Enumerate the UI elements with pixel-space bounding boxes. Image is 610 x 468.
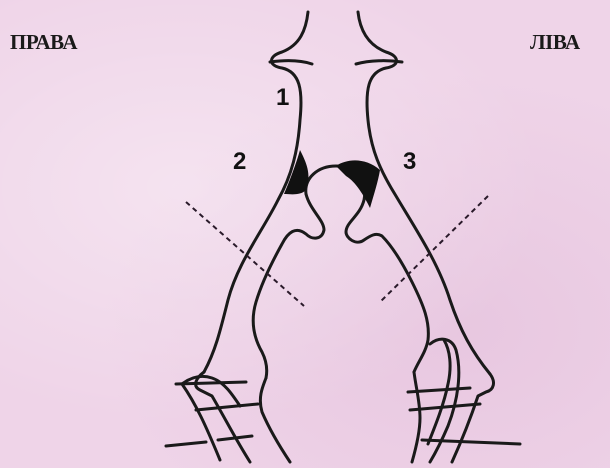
dashed-line-left xyxy=(380,196,488,302)
marker-1: 1 xyxy=(276,84,289,112)
label-left-side: ЛІВА xyxy=(530,30,580,55)
marker-2: 2 xyxy=(233,148,246,176)
marker-2-dark-region xyxy=(284,150,308,194)
marker-3: 3 xyxy=(403,148,416,176)
right-bronchus-inner-lower xyxy=(412,372,420,462)
trachea-right-wall xyxy=(358,12,490,374)
left-tube-band-4 xyxy=(218,436,252,440)
left-tube-band-3 xyxy=(166,442,206,446)
right-tube-band-3 xyxy=(422,440,520,444)
left-bronchus-inner-lower xyxy=(260,378,290,462)
left-tube-band-2 xyxy=(196,404,258,410)
left-tube-wall-b xyxy=(182,376,240,406)
marker-3-dark-region xyxy=(336,160,380,208)
left-tube-band-1 xyxy=(176,382,246,384)
trachea-ring-left xyxy=(270,61,312,64)
left-inner-bronchus xyxy=(253,194,324,378)
dashed-line-right xyxy=(186,202,304,306)
left-tube-wall-a xyxy=(182,384,220,460)
label-right-side: ПРАВА xyxy=(10,30,77,55)
